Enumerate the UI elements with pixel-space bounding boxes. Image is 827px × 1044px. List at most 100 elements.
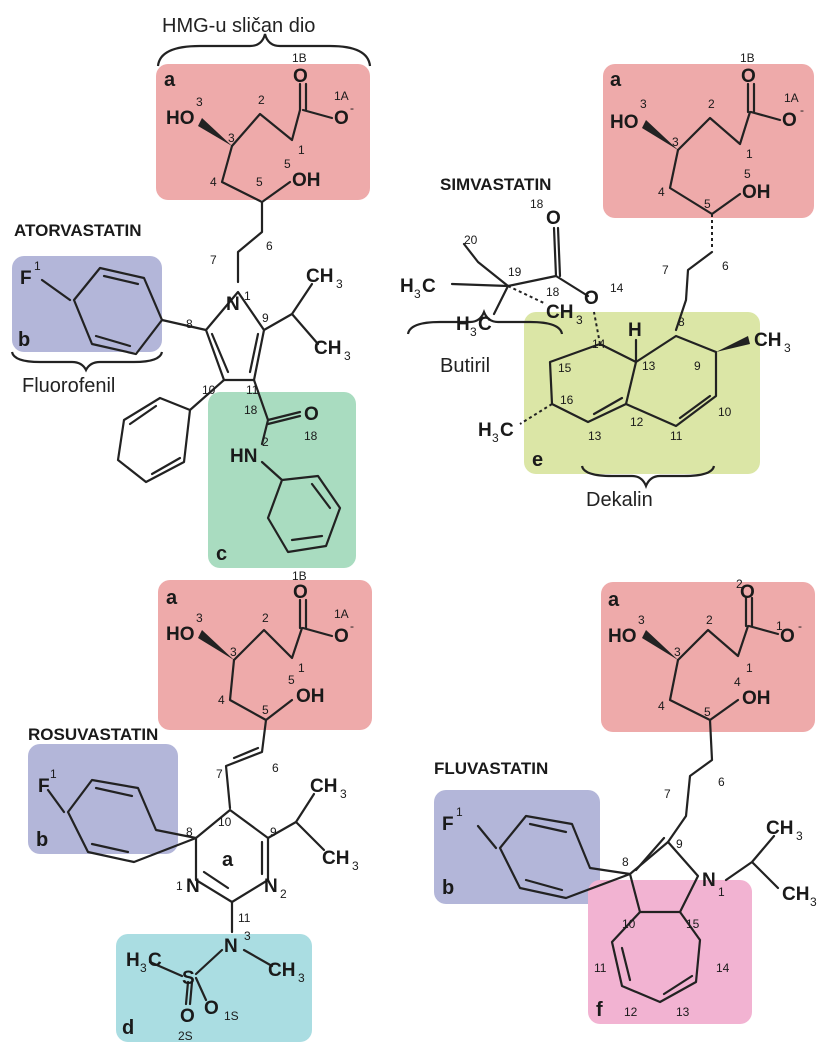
atorvastatin-isopropyl (262, 282, 320, 346)
simvastatin-num-13: 13 (588, 429, 602, 443)
dekalin-brace (580, 465, 716, 489)
fluvastatin-sub3-bot: 3 (810, 895, 817, 909)
simvastatin-h3c-16-c: C (500, 420, 514, 441)
simvastatin-ch3-9-label: CH (754, 330, 781, 351)
atorvastatin-region-a-label: a (164, 69, 176, 91)
rosuvastatin-num-9: 9 (270, 825, 277, 839)
atorvastatin-num-9: 9 (262, 311, 269, 325)
fluvastatin-top-chain (676, 624, 750, 662)
fluvastatin-oh4-label: OH (742, 688, 771, 709)
simvastatin-num-2: 2 (708, 97, 715, 111)
atorvastatin-amide (252, 378, 302, 446)
rosuvastatin-num-11: 11 (238, 911, 251, 925)
atorvastatin-anilide-inner (290, 482, 332, 542)
simvastatin-16-hash (519, 403, 553, 425)
simvastatin-oh5-label: OH (742, 182, 771, 203)
simvastatin-num-13b: 13 (642, 359, 656, 373)
simvastatin-sub3-16: 3 (492, 431, 499, 445)
fluvastatin-ho-label: HO (608, 626, 637, 647)
rosuvastatin-f-label: F (38, 776, 50, 797)
fluvastatin-num-4: 4 (658, 699, 665, 713)
simvastatin-num-6: 6 (722, 259, 729, 273)
atorvastatin-region-b-label: b (18, 329, 30, 351)
fluvastatin-num-6: 6 (718, 775, 725, 789)
rosuvastatin-region-a (158, 580, 372, 730)
fluvastatin-region-b (434, 790, 600, 904)
atorvastatin-num-3: 3 (228, 131, 235, 145)
simvastatin-num-10: 10 (718, 405, 732, 419)
atorvastatin-num-2: 2 (258, 93, 265, 107)
fluvastatin-num-13: 13 (676, 1005, 690, 1019)
atorvastatin-hn-label: HN (230, 446, 257, 467)
simvastatin-num-18t: 18 (530, 197, 544, 211)
atorvastatin-num-11: 11 (246, 383, 259, 397)
fluvastatin-num-3: 3 (674, 645, 681, 659)
fluvastatin-structure: FLUVASTATIN a b f HO 3 O 2 O 1 - 2 3 1 4… (434, 577, 817, 1024)
atorvastatin-num-1: 1 (298, 143, 305, 157)
fluvastatin-num-11: 11 (594, 961, 607, 975)
simvastatin-region-a (603, 64, 814, 218)
simvastatin-oh-bond (710, 192, 742, 216)
rosuvastatin-num-N3: 3 (244, 929, 251, 943)
rosuvastatin-num-5: 5 (262, 703, 269, 717)
simvastatin-num-3a: 3 (640, 97, 647, 111)
fluvastatin-num-2o: 2 (736, 577, 743, 591)
simvastatin-name: SIMVASTATIN (440, 175, 551, 194)
simvastatin-num-1a: 1A (784, 91, 799, 105)
simvastatin-ester (462, 226, 590, 298)
rosuvastatin-ch3-n-label: CH (268, 960, 295, 981)
atorvastatin-region-a (156, 64, 370, 200)
rosuvastatin-o1a-label: O (334, 626, 349, 647)
fluvastatin-num-4oh: 4 (734, 675, 741, 689)
fluvastatin-n1-label: N (702, 870, 716, 891)
simvastatin-sub3-left: 3 (414, 287, 421, 301)
fluvastatin-num-N1: 1 (718, 885, 725, 899)
fluvastatin-num-8: 8 (622, 855, 629, 869)
rosuvastatin-ch3-bot-label: CH (322, 848, 349, 869)
rosuvastatin-cooh (298, 598, 334, 638)
rosuvastatin-name: ROSUVASTATIN (28, 725, 158, 744)
atorvastatin-fluorophenyl-inner (94, 274, 140, 348)
rosuvastatin-num-N2: 2 (280, 887, 287, 901)
atorvastatin-n1-label: N (226, 294, 240, 315)
fluvastatin-num-1: 1 (746, 661, 753, 675)
atorvastatin-phenyl (116, 378, 226, 484)
simvastatin-h3c-left-h: H (400, 276, 414, 297)
rosuvastatin-chain (224, 658, 268, 810)
rosuvastatin-double (232, 746, 260, 760)
rosuvastatin-top-chain (232, 626, 304, 662)
atorvastatin-f-label: F (20, 268, 32, 289)
rosuvastatin-num-8: 8 (186, 825, 193, 839)
fluvastatin-region-f-label: f (596, 999, 603, 1021)
atorvastatin-structure: ATORVASTATIN a b c HO 3 O 1B O 1A - 2 3 … (10, 33, 372, 568)
fluvastatin-fluorophenyl-inner (524, 822, 568, 892)
fluvastatin-minus: - (798, 619, 802, 633)
atorvastatin-ho-label: HO (166, 108, 195, 129)
simvastatin-num-1b: 1B (740, 51, 755, 65)
simvastatin-h3c-lo-h: H (456, 314, 470, 335)
atorvastatin-oh-bond (260, 180, 292, 204)
rosuvastatin-num-3: 3 (230, 645, 237, 659)
simvastatin-num-9: 9 (694, 359, 701, 373)
simvastatin-o18-label: O (546, 208, 561, 229)
atorvastatin-pyrrole-double (210, 332, 260, 374)
atorvastatin-fluorophenyl (40, 266, 208, 356)
hmg-caption: HMG-u sličan dio (162, 15, 315, 37)
rosuvastatin-num-10: 10 (218, 815, 232, 829)
rosuvastatin-s-label: S (182, 968, 195, 989)
rosuvastatin-ho-label: HO (166, 624, 195, 645)
rosuvastatin-num-1b: 1B (292, 569, 307, 583)
simvastatin-num-16: 16 (560, 393, 574, 407)
butiril-caption: Butiril (440, 355, 490, 377)
rosuvastatin-num-3a: 3 (196, 611, 203, 625)
atorvastatin-num-18: 18 (244, 403, 258, 417)
simvastatin-side-chain (674, 250, 714, 332)
simvastatin-num-12: 12 (630, 415, 644, 429)
rosuvastatin-n2-label: N (264, 876, 278, 897)
simvastatin-double-bonds (592, 394, 712, 420)
atorvastatin-minus: - (350, 101, 354, 115)
rosuvastatin-n1-label: N (186, 876, 200, 897)
fluvastatin-isopropyl (724, 834, 780, 890)
fluvastatin-num-3a: 3 (638, 613, 645, 627)
fluvastatin-name: FLUVASTATIN (434, 759, 548, 778)
